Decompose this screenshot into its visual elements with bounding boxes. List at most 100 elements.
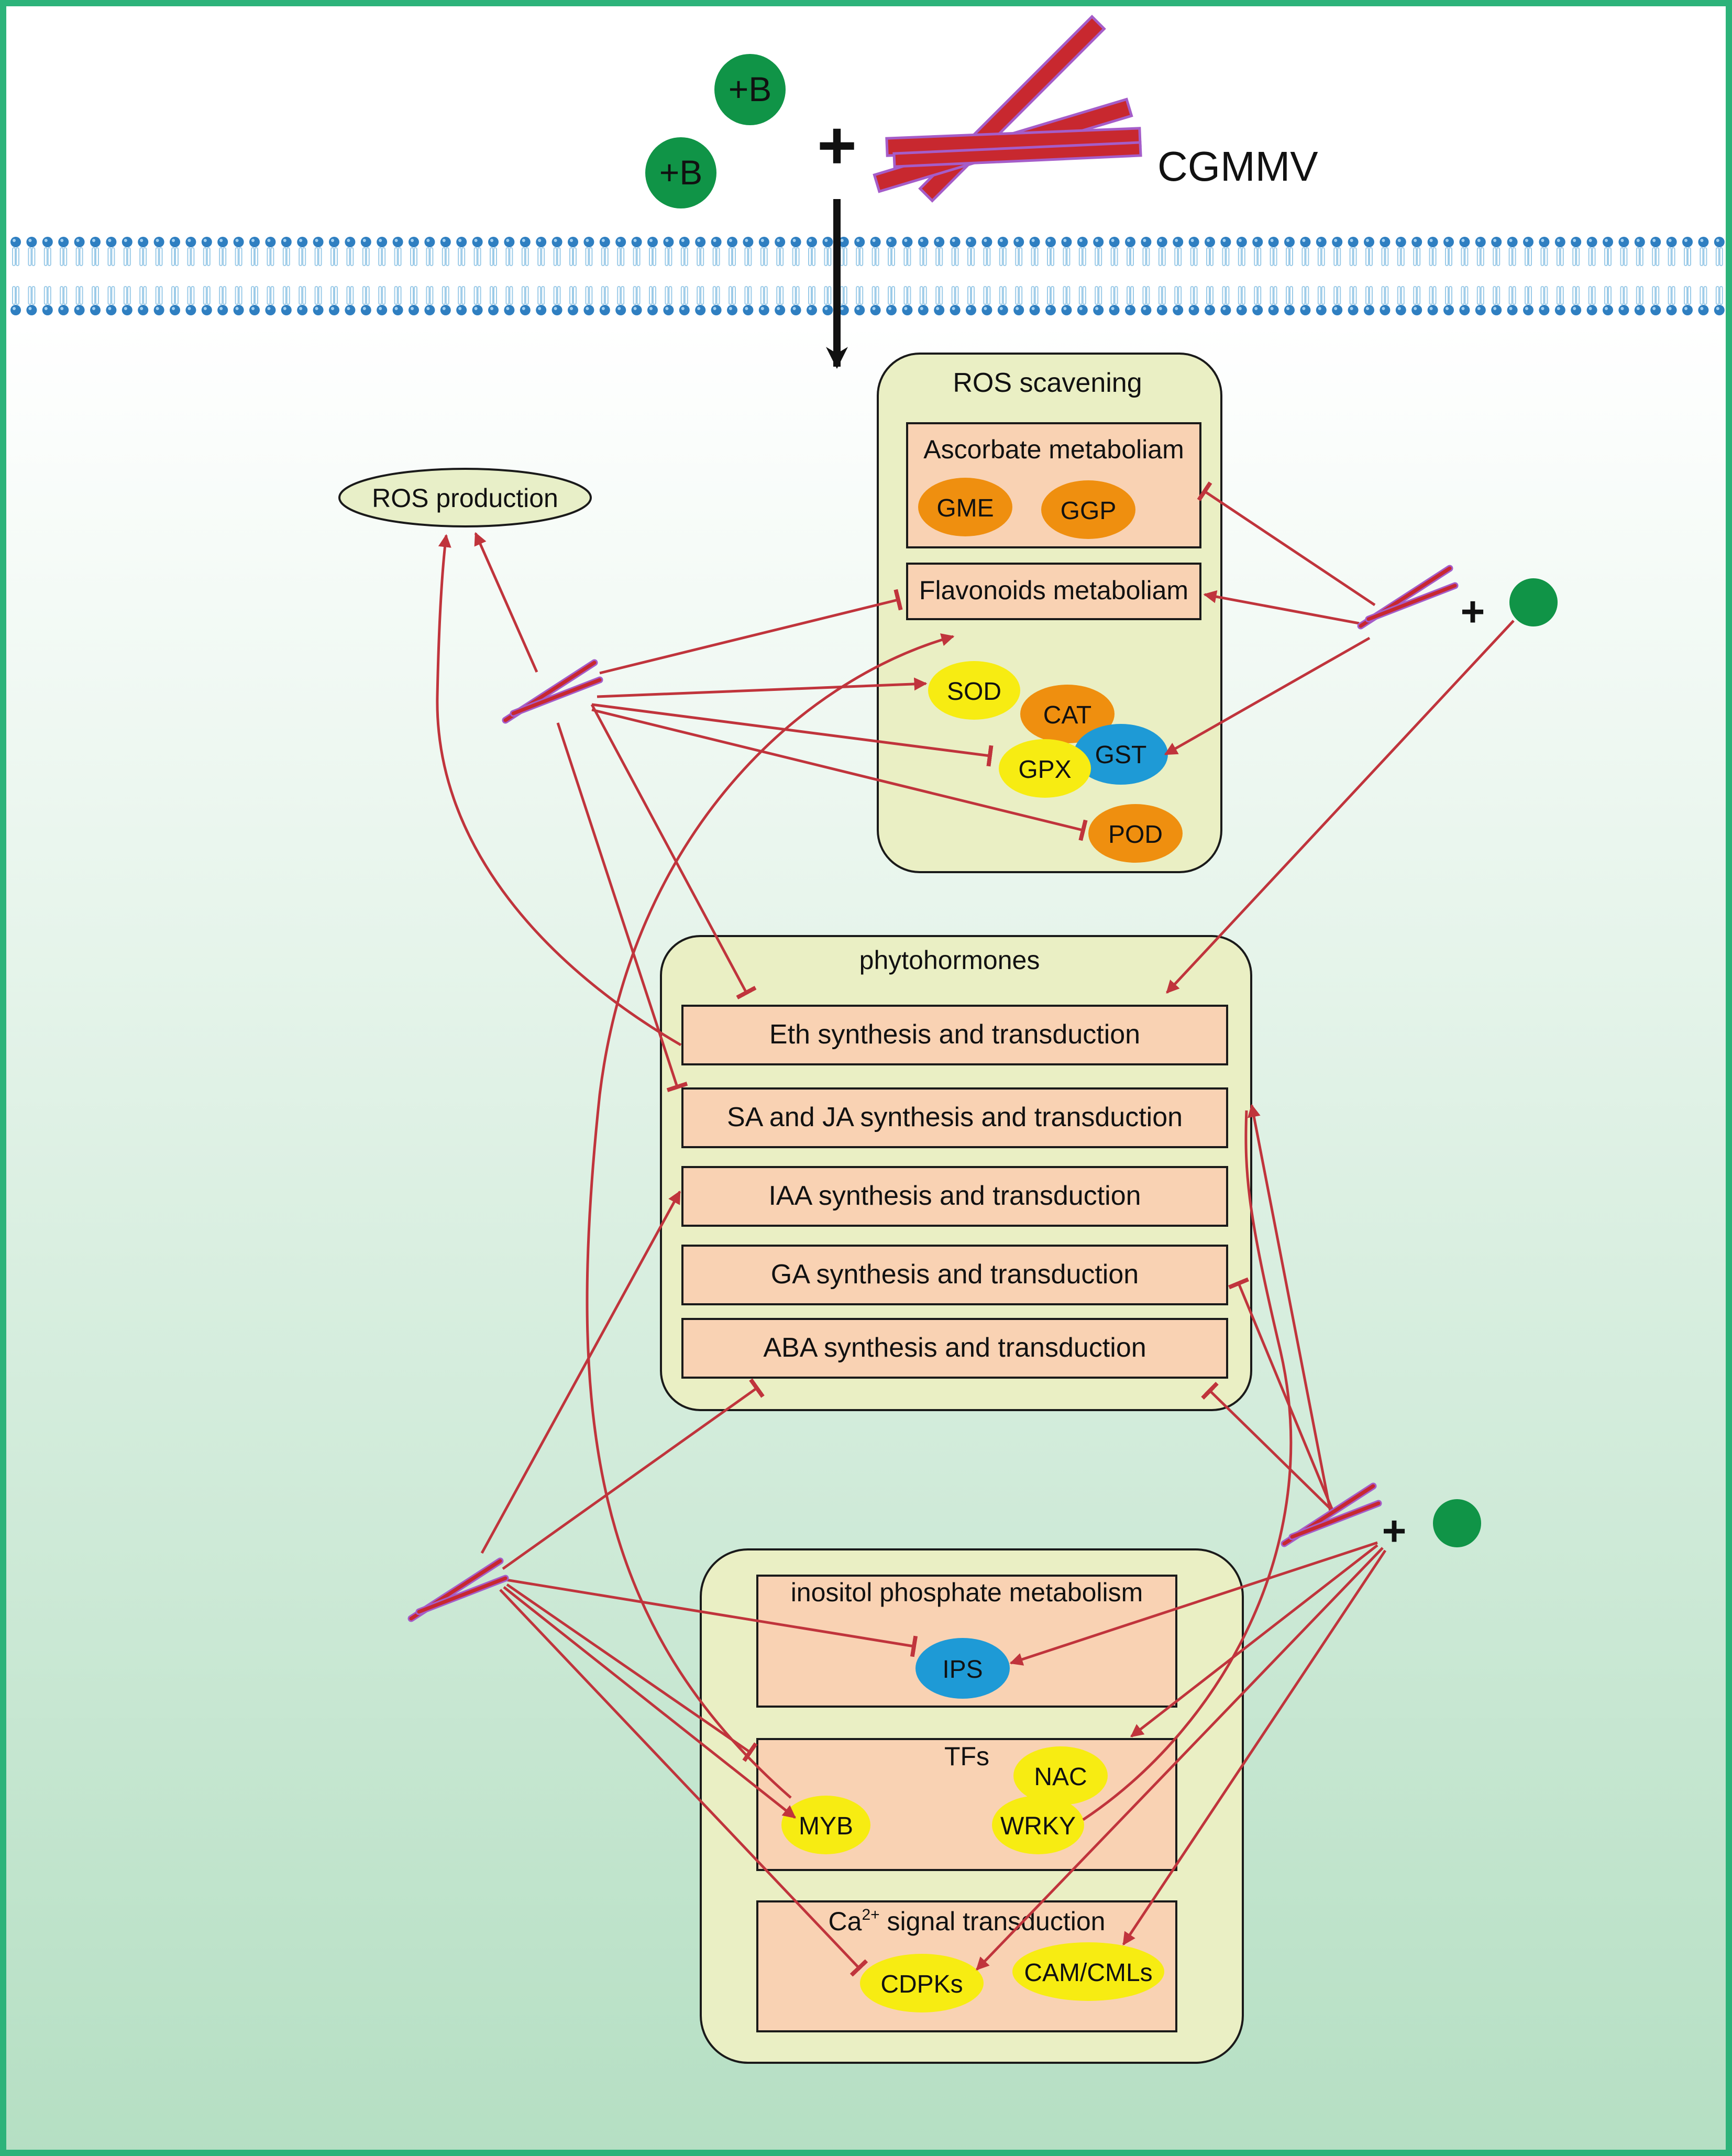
lipid-inner [869,286,881,316]
lipid-outer [583,236,595,266]
plus-sign-right-top: + [1461,588,1485,635]
hormone-box-label: SA and JA synthesis and transduction [727,1102,1183,1132]
lipid-outer [901,236,913,266]
lipid-inner [567,286,579,316]
lipid-outer [726,236,738,266]
edge-eth-ros-production [436,534,682,1047]
lipid-inner [790,286,802,316]
edge-v3-ips [502,1578,918,1657]
lipid-inner [344,286,356,316]
lipid-inner [806,286,818,316]
boron-top-1: +B [714,54,786,125]
lipid-outer [153,236,165,266]
lipid-inner [1093,286,1105,316]
lipid-inner [503,286,515,316]
lipid-inner [376,286,388,316]
edge-v4-sa-ja [1248,1104,1332,1512]
edge-v4-ips [1009,1541,1378,1666]
signaling-panel: inositol phosphate metabolism IPS TFs NA… [700,1548,1244,2064]
lipid-inner [1650,286,1662,316]
hormone-box-rect [681,1245,1228,1305]
lipid-outer [1061,236,1073,266]
plus-sign-top: + [817,107,857,183]
edge-v3-tfs [506,1583,758,1762]
pod-enzyme [1088,804,1183,863]
lipid-inner [10,286,21,316]
lipid-outer [1379,236,1391,266]
lipid-outer [551,236,563,266]
lipid-inner [1108,286,1120,316]
gme-label: GME [936,494,994,522]
lipid-outer [567,236,579,266]
edge-v1-flavonoids [599,589,903,675]
lipid-inner [249,286,260,316]
lipid-inner [901,286,913,316]
lipid-inner [185,286,197,316]
ggp-gene [1041,480,1135,539]
lipid-inner [1474,286,1486,316]
lipid-outer [26,236,38,266]
lipid-inner [965,286,977,316]
lipid-inner [551,286,563,316]
lipid-outer [1363,236,1375,266]
edge-v1-ros-production [474,532,538,673]
ros-production-label: ROS production [372,483,558,513]
cgmmv-virus-icon [873,15,1142,203]
lipid-inner [631,286,643,316]
lipid-inner [201,286,213,316]
lipid-outer [73,236,85,266]
lipid-inner [1045,286,1056,316]
lipid-outer [1347,236,1359,266]
lipid-outer [678,236,690,266]
lipid-inner [1140,286,1152,316]
hormone-box-label: GA synthesis and transduction [771,1259,1139,1290]
phytohormones-title: phytohormones [859,945,1040,975]
lipid-outer [790,236,802,266]
hormone-box: SA and JA synthesis and transduction [681,1087,1228,1148]
lipid-outer [1220,236,1232,266]
lipid-inner [1029,286,1041,316]
edge-v4-cam-cmls [1122,1549,1387,1946]
gst-label: GST [1095,741,1147,769]
hormone-box: Eth synthesis and transduction [681,1005,1228,1065]
lipid-outer [296,236,308,266]
hormone-box: IAA synthesis and transduction [681,1166,1228,1227]
lipid-inner [1506,286,1518,316]
lipid-inner [1697,286,1709,316]
lipid-inner [169,286,181,316]
lipid-inner [58,286,70,316]
cat-label: CAT [1043,701,1091,729]
lipid-inner [1204,286,1216,316]
lipid-inner [615,286,627,316]
edge-v1-sa-ja [556,722,688,1093]
lipid-inner [694,286,707,316]
boron-label-2: +B [659,153,703,192]
lipid-outer [312,236,324,266]
lipid-outer [615,236,627,266]
lipid-inner [233,286,245,316]
lipid-inner [774,286,786,316]
lipid-inner [1443,286,1454,316]
hormone-box-label: Eth synthesis and transduction [769,1019,1140,1050]
lipid-inner [742,286,754,316]
lipid-inner [854,286,866,316]
lipid-inner [981,286,993,316]
lipid-outer [1076,236,1088,266]
lipid-inner [1235,286,1248,316]
ggp-label: GGP [1061,497,1117,525]
flavonoids-box [906,563,1201,620]
edge-v4-cdpks [976,1547,1384,1971]
lipid-outer [1124,236,1136,266]
lipid-outer [41,236,53,266]
lipid-outer [1140,236,1152,266]
wrky-label: WRKY [1000,1812,1076,1840]
lipid-outer [1045,236,1056,266]
lipid-outer [854,236,866,266]
lipid-outer [233,236,245,266]
lipid-inner [1395,286,1407,316]
hormone-box-rect [681,1087,1228,1148]
lipid-outer [1697,236,1709,266]
lipid-inner [439,286,451,316]
lipid-inner [997,286,1009,316]
lipid-inner [392,286,404,316]
